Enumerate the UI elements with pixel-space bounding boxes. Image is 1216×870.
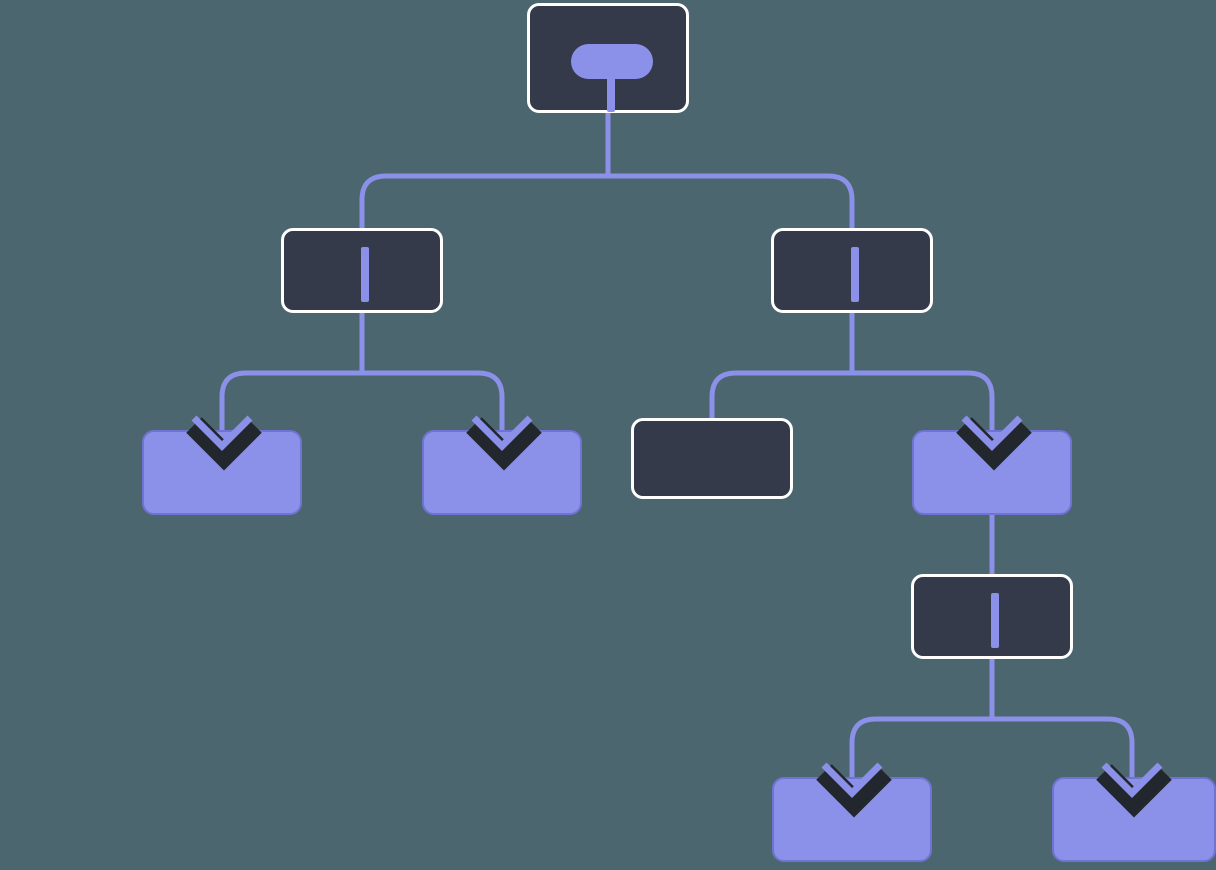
node-level3-d[interactable]: [912, 430, 1072, 515]
level2-right-bar-glyph: [851, 247, 859, 302]
edge-l4a-to-l5a: [849, 716, 992, 787]
root-stem-glyph: [607, 74, 615, 112]
node-level3-c[interactable]: [631, 418, 793, 499]
edge-root-to-l2-right: [608, 173, 855, 228]
node-level5-b[interactable]: [1052, 777, 1216, 862]
node-root[interactable]: [527, 3, 689, 113]
level4-bar-glyph: [991, 593, 999, 648]
node-level5-a[interactable]: [772, 777, 932, 862]
edge-l2right-to-l3c: [709, 370, 852, 424]
node-level3-a[interactable]: [142, 430, 302, 515]
node-level2-right[interactable]: [771, 228, 933, 313]
level2-left-bar-glyph: [361, 247, 369, 302]
edge-l2left-to-l3b: [362, 370, 505, 440]
edge-l2left-to-l3a: [219, 370, 362, 440]
edge-l4a-to-l5b: [992, 716, 1135, 787]
edge-root-to-l2-left: [359, 173, 608, 228]
root-pill-glyph: [571, 44, 653, 79]
node-level4-a[interactable]: [911, 574, 1073, 659]
edge-l2right-to-l3d: [852, 370, 995, 440]
node-level3-b[interactable]: [422, 430, 582, 515]
node-level2-left[interactable]: [281, 228, 443, 313]
